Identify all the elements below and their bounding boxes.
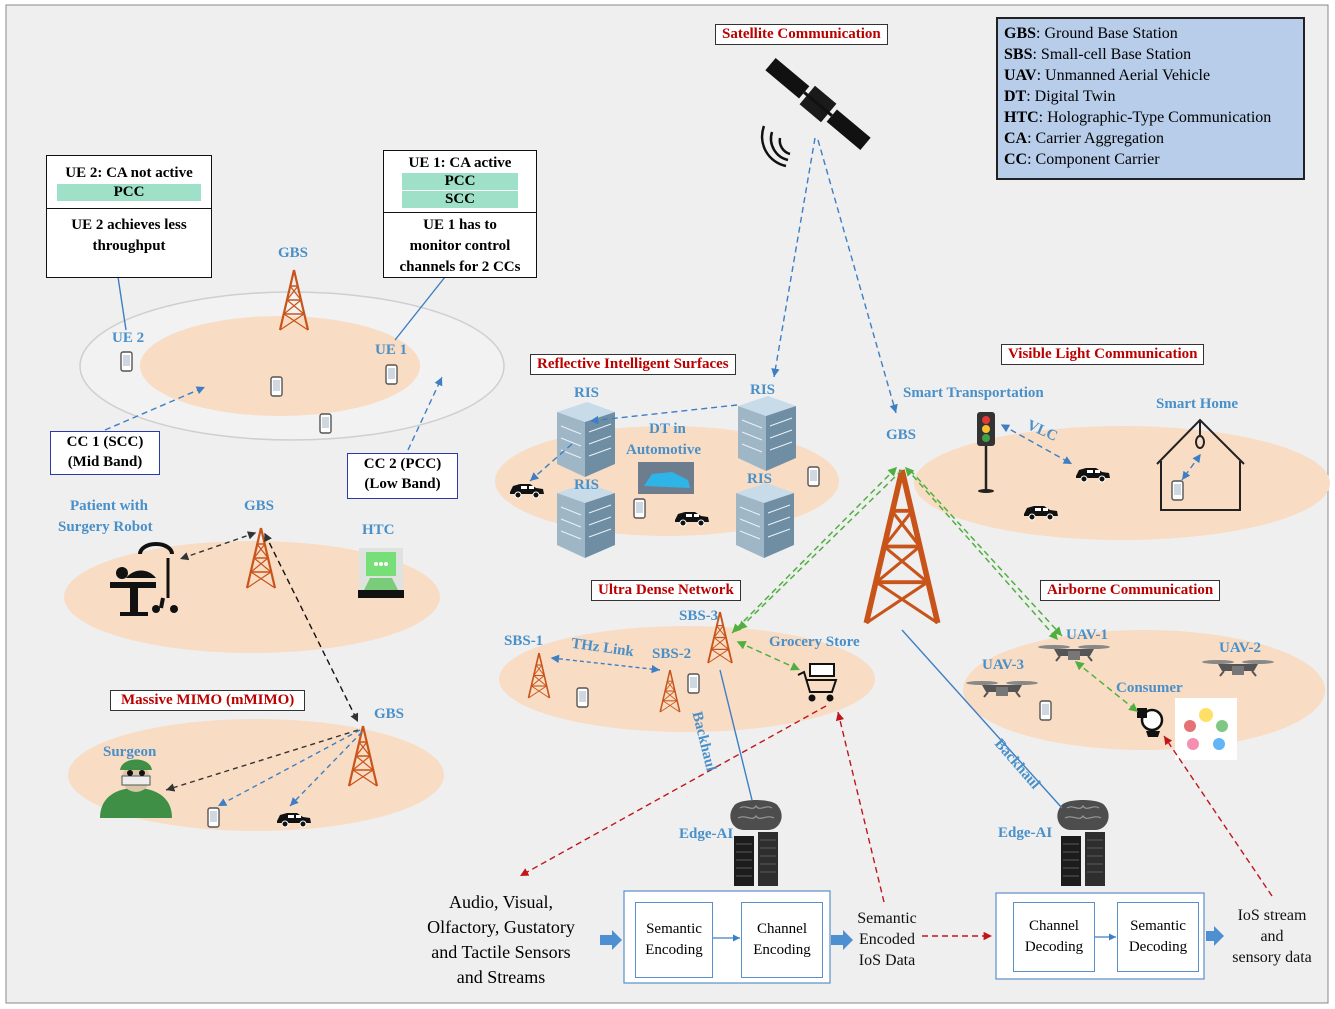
grocery-label: Grocery Store	[769, 634, 860, 650]
smart-transport-label: Smart Transportation	[903, 385, 1044, 401]
consumer-label: Consumer	[1116, 680, 1183, 696]
smart-home-icon	[1156, 418, 1245, 511]
satellite-title: Satellite Communication	[715, 24, 888, 45]
semantic-decoding-line1: Semantic	[1130, 918, 1186, 934]
sbs3-label: SBS-3	[679, 608, 719, 624]
channel-decoding-line1: Channel	[1028, 918, 1079, 934]
encoded-line1: Semantic	[857, 910, 917, 927]
cc1-line2: (Mid Band)	[67, 454, 143, 470]
ris-label: RIS	[747, 471, 773, 487]
gbs-label: GBS	[374, 706, 405, 722]
ue2-title: UE 2: CA not active	[65, 165, 193, 181]
vlc-title: Visible Light Communication	[1001, 344, 1205, 365]
htc-icon	[358, 548, 404, 598]
channel-encoding-line1: Channel	[757, 921, 807, 937]
ue2-label: UE 2	[112, 330, 145, 346]
blue-links	[104, 137, 1201, 809]
legend: GBS: Ground Base Station SBS: Small-cell…	[996, 17, 1305, 180]
sensor-input-line2: Olfactory, Gustatory	[427, 917, 575, 937]
gbs-label: GBS	[278, 245, 309, 261]
consumer-icon	[1137, 698, 1237, 760]
ue1-status-box: UE 1: CA active PCC SCC UE 1 has to moni…	[383, 150, 537, 278]
patient-label-line2: Surgery Robot	[58, 519, 153, 535]
red-flows	[519, 705, 1273, 941]
edge-ai-label: Edge-AI	[998, 825, 1053, 841]
channel-encoding-line2: Encoding	[753, 942, 811, 958]
semantic-encoded-text: Semantic Encoded IoS Data	[852, 908, 922, 971]
grocery-store-icon	[797, 663, 838, 702]
gbs-label: GBS	[886, 427, 917, 443]
ue2-pcc: PCC	[57, 184, 201, 201]
legend-item: UAV: Unmanned Aerial Vehicle	[1004, 67, 1211, 84]
sbs2-label: SBS-2	[652, 646, 692, 662]
output-line1: IoS stream	[1237, 907, 1307, 924]
legend-item: SBS: Small-cell Base Station	[1004, 46, 1192, 63]
ris-label: RIS	[750, 382, 776, 398]
ris-title: Reflective Intelligent Surfaces	[530, 354, 736, 375]
cc2-box: CC 2 (PCC) (Low Band)	[347, 453, 458, 499]
dt-label-line1: DT in	[649, 421, 686, 437]
htc-label: HTC	[362, 522, 395, 538]
sensor-input-text: Audio, Visual, Olfactory, Gustatory and …	[412, 890, 590, 990]
legend-item: GBS: Ground Base Station	[1004, 25, 1178, 42]
ris-label: RIS	[574, 477, 600, 493]
cc2-line1: CC 2 (PCC)	[363, 456, 442, 472]
encoded-line2: Encoded	[859, 931, 915, 948]
smart-home-label: Smart Home	[1156, 396, 1239, 412]
semantic-encoding-line2: Encoding	[645, 942, 703, 958]
satellite-icon	[765, 58, 871, 150]
ios-output-text: IoS stream and sensory data	[1226, 905, 1318, 968]
legend-item: HTC: Holographic-Type Communication	[1004, 109, 1272, 126]
sensor-input-line1: Audio, Visual,	[448, 892, 554, 912]
ue1-pcc: PCC	[402, 173, 518, 190]
cc2-line2: (Low Band)	[364, 476, 441, 492]
encoded-line3: IoS Data	[858, 952, 916, 969]
sensor-input-line3: and Tactile Sensors	[431, 942, 571, 962]
udn-title: Ultra Dense Network	[591, 580, 741, 601]
surgeon-icon	[100, 759, 172, 818]
sbs1-label: SBS-1	[504, 633, 544, 649]
dt-label-line2: Automotive	[626, 442, 701, 458]
semantic-decoding-line2: Decoding	[1128, 939, 1188, 955]
uav1-label: UAV-1	[1066, 627, 1108, 643]
ue1-title: UE 1: CA active	[408, 155, 512, 171]
ue1-note-line1: UE 1 has to	[423, 217, 497, 233]
surgery-robot-icon	[110, 542, 178, 616]
edge-ai-label: Edge-AI	[679, 826, 734, 842]
legend-item: DT: Digital Twin	[1004, 88, 1116, 105]
ue1-label: UE 1	[375, 342, 408, 358]
ue1-scc: SCC	[402, 191, 518, 208]
sensor-input-line4: and Streams	[456, 967, 546, 987]
ue2-status-box: UE 2: CA not active PCC UE 2 achieves le…	[46, 155, 212, 278]
cc1-box: CC 1 (SCC) (Mid Band)	[50, 431, 160, 475]
patient-label-line1: Patient with	[70, 498, 148, 514]
uav3-label: UAV-3	[982, 657, 1024, 673]
ris-label: RIS	[574, 385, 600, 401]
gbs-label: GBS	[244, 498, 275, 514]
surgeon-label: Surgeon	[103, 744, 157, 760]
channel-decoding-line2: Decoding	[1024, 939, 1084, 955]
green-links	[731, 466, 1139, 713]
ue1-note-line3: channels for 2 CCs	[399, 259, 521, 275]
uav2-label: UAV-2	[1219, 640, 1261, 656]
output-line3: sensory data	[1232, 949, 1312, 966]
output-line2: and	[1260, 928, 1284, 945]
airborne-title: Airborne Communication	[1040, 580, 1221, 601]
dt-automotive-icon	[638, 462, 694, 494]
legend-item: CA: Carrier Aggregation	[1004, 130, 1164, 147]
semantic-encoding-line1: Semantic	[646, 921, 702, 937]
ue2-note-line1: UE 2 achieves less	[71, 217, 187, 233]
ue1-note-line2: monitor control	[409, 238, 511, 254]
legend-item: CC: Component Carrier	[1004, 151, 1160, 168]
cc1-line1: CC 1 (SCC)	[66, 434, 144, 450]
mimo-title: Massive MIMO (mMIMO)	[110, 690, 306, 711]
ue2-note-line2: throughput	[92, 238, 166, 254]
